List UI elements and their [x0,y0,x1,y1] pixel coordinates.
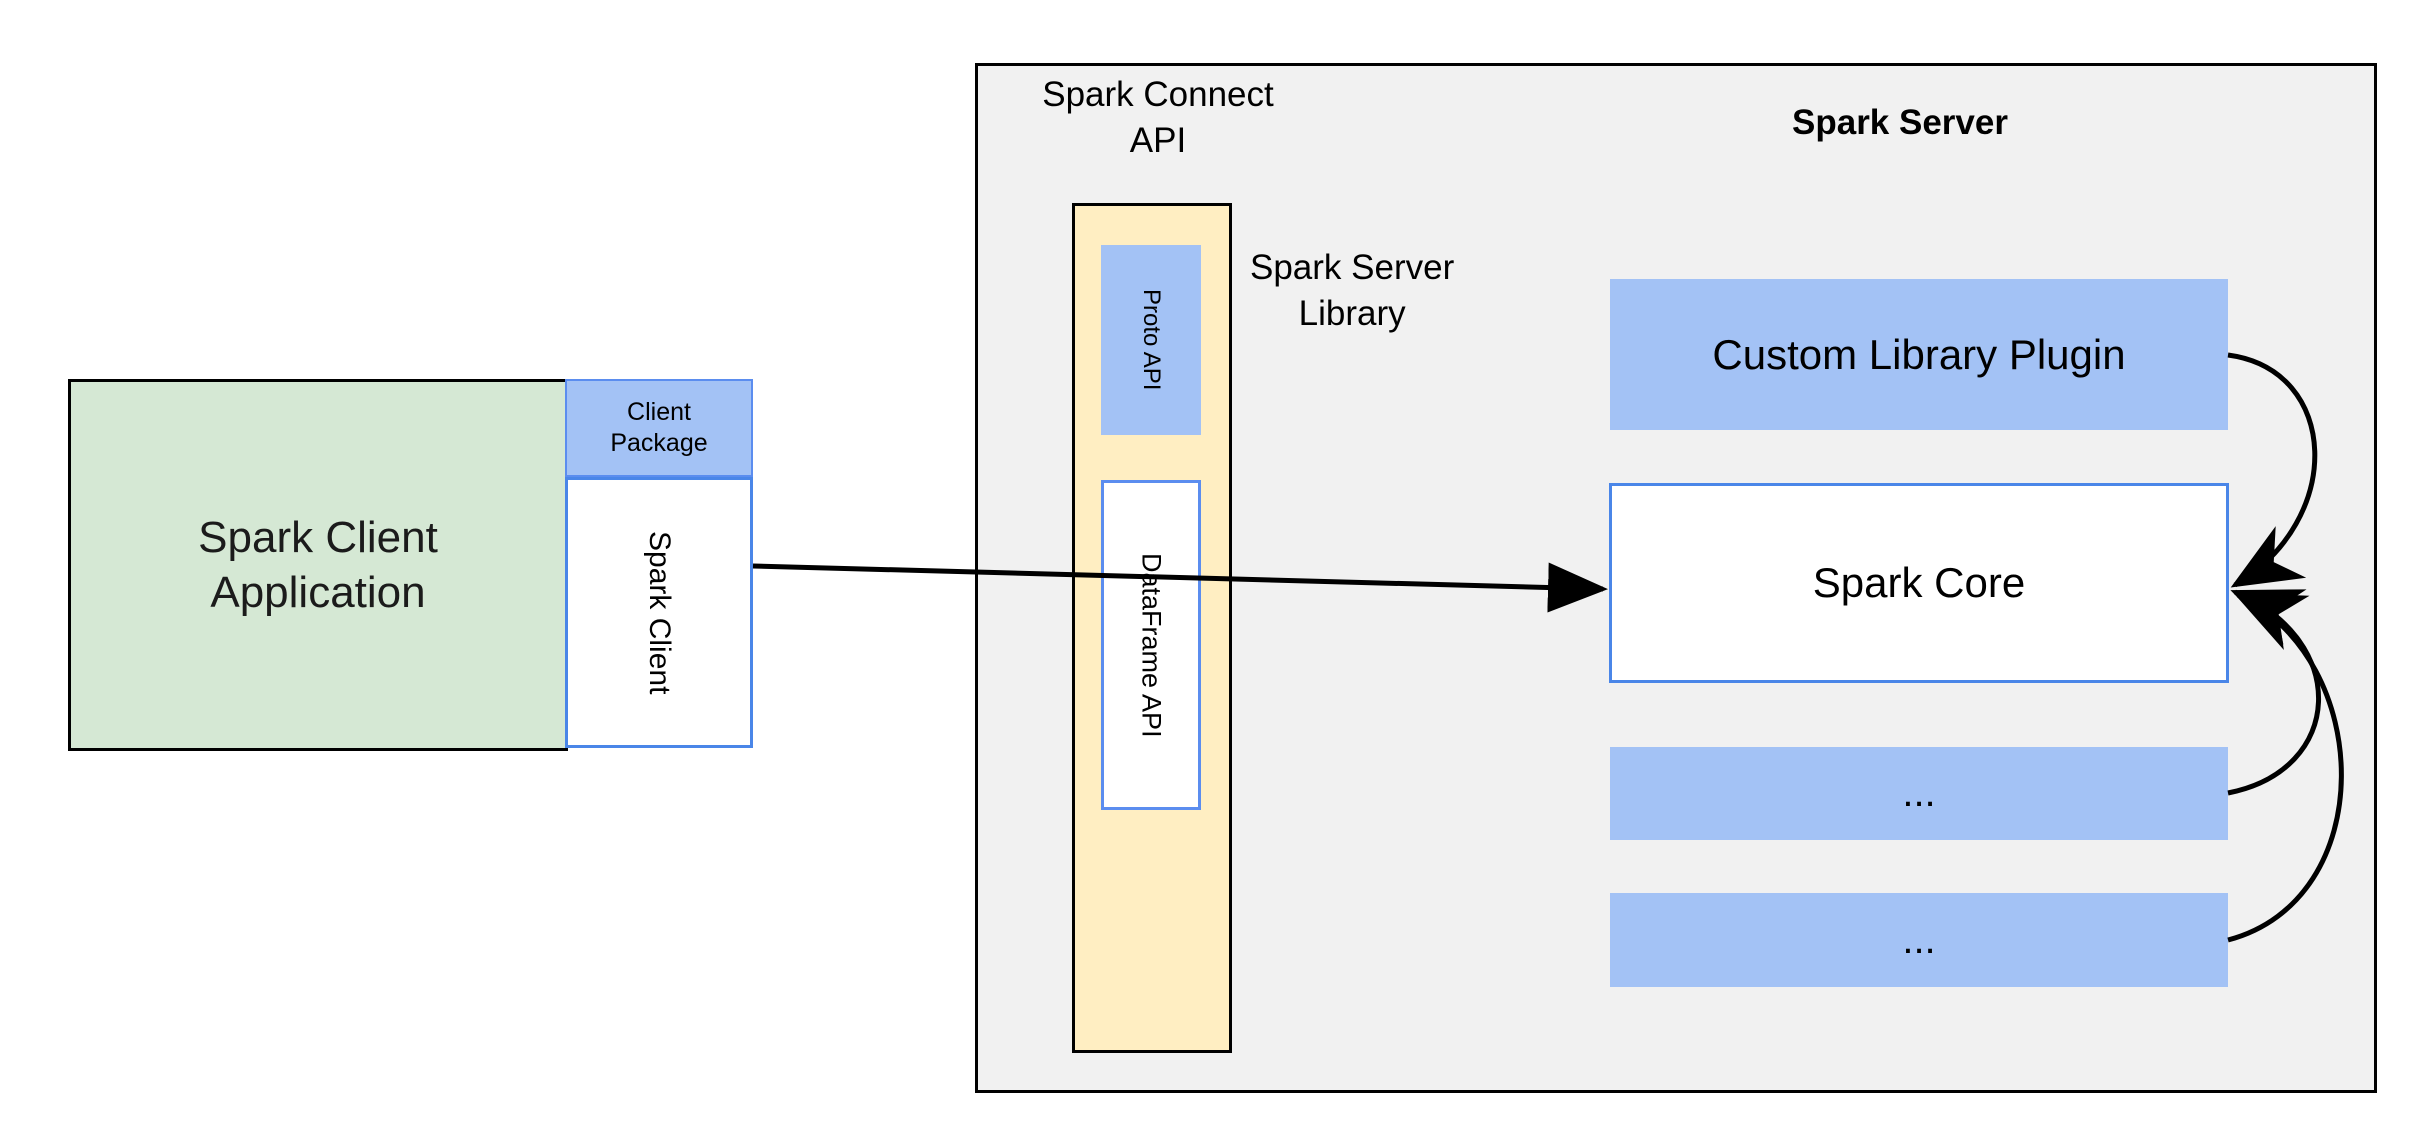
spark-client-application-label: Spark Client Application [198,513,438,617]
spark-client-application-box: Spark Client Application [68,379,568,751]
spark-connect-api-text: Spark Connect API [1042,75,1274,160]
spark-server-title-text: Spark Server [1792,103,2008,142]
ellipsis-label-1: ... [1902,771,1936,815]
proto-api-box: Proto API [1101,245,1201,435]
dataframe-api-box: DataFrame API [1101,480,1201,810]
custom-library-plugin-label: Custom Library Plugin [1712,330,2126,378]
dataframe-api-label: DataFrame API [1136,552,1167,738]
ellipsis-label-2: ... [1902,917,1936,962]
client-package-box: Client Package [565,379,753,477]
spark-connect-api-label: Spark Connect API [1013,72,1303,164]
spark-client-box: Spark Client [565,477,753,748]
client-package-label: Client Package [610,397,708,457]
ellipsis-box-2: ... [1610,893,2228,987]
proto-api-label: Proto API [1138,289,1165,391]
custom-library-plugin-box: Custom Library Plugin [1610,279,2228,430]
spark-server-library-label: Spark Server Library [1250,245,1550,337]
spark-core-label: Spark Core [1812,559,2026,606]
spark-client-label: Spark Client [643,530,676,695]
spark-core-box: Spark Core [1609,483,2229,683]
spark-server-library-text: Spark Server Library [1250,248,1455,333]
ellipsis-box-1: ... [1610,747,2228,840]
spark-server-title: Spark Server [1700,98,2100,148]
